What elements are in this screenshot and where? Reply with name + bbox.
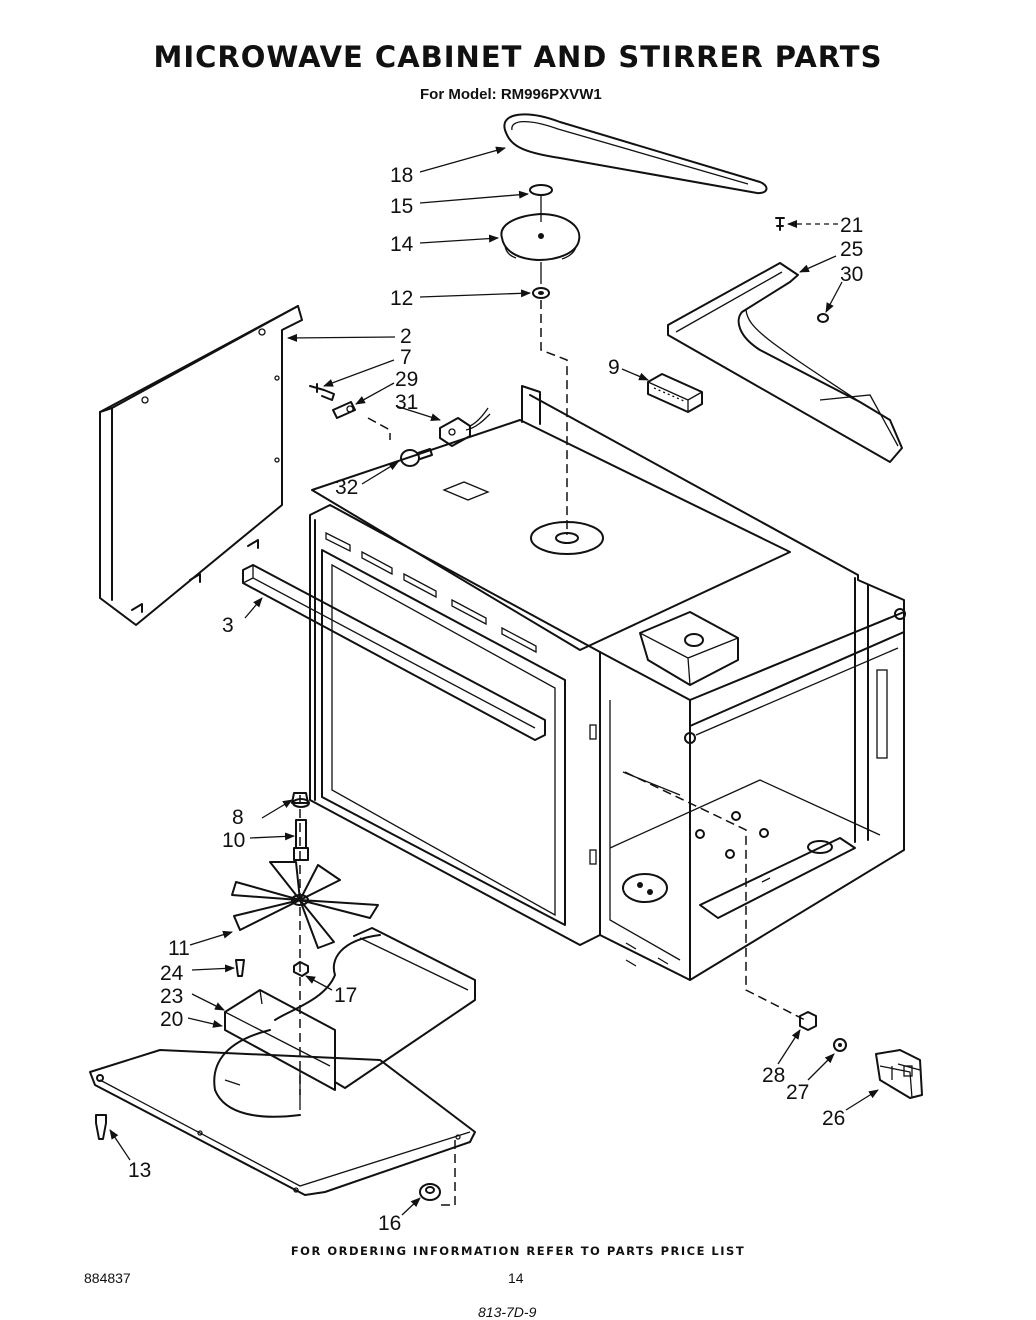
part-31-lamp-socket bbox=[439, 407, 491, 447]
callout-2: 2 bbox=[400, 325, 412, 348]
part-13-base-plate bbox=[89, 1049, 476, 1196]
callout-31: 31 bbox=[395, 391, 418, 414]
callout-24: 24 bbox=[160, 962, 184, 985]
part-30-screw bbox=[817, 313, 829, 323]
callout-23: 23 bbox=[160, 985, 183, 1008]
page-number: 14 bbox=[508, 1270, 524, 1286]
callout-12: 12 bbox=[390, 287, 413, 310]
callout-21: 21 bbox=[840, 214, 863, 237]
callout-25: 25 bbox=[840, 238, 863, 261]
callout-16: 16 bbox=[378, 1212, 401, 1235]
part-18-gasket bbox=[503, 113, 768, 195]
callout-labels: 18 15 14 12 2 7 29 31 32 3 9 21 25 30 8 … bbox=[128, 164, 863, 1235]
part-10-shaft bbox=[293, 819, 309, 861]
part-26-switch bbox=[875, 1049, 923, 1099]
part-12-nut bbox=[532, 287, 550, 299]
part-9-connector bbox=[647, 373, 703, 413]
callout-10: 10 bbox=[222, 829, 245, 852]
callout-28: 28 bbox=[762, 1064, 785, 1087]
part-16-foot bbox=[419, 1183, 441, 1201]
part-24-screw bbox=[235, 959, 245, 977]
part-28-nut bbox=[799, 1011, 817, 1031]
callout-14: 14 bbox=[390, 233, 414, 256]
ordering-note: FOR ORDERING INFORMATION REFER TO PARTS … bbox=[290, 1244, 746, 1258]
callout-17: 17 bbox=[334, 984, 357, 1007]
part-21-screw bbox=[775, 217, 785, 231]
callout-29: 29 bbox=[395, 368, 418, 391]
part-3-trim-bar bbox=[242, 564, 546, 741]
stirrer-axis-line bbox=[540, 300, 568, 535]
lamp-assembly-line bbox=[367, 417, 391, 440]
callout-26: 26 bbox=[822, 1107, 845, 1130]
page-title: MICROWAVE CABINET AND STIRRER PARTS bbox=[153, 40, 883, 74]
callout-20: 20 bbox=[160, 1008, 183, 1031]
part-11-fan-blade bbox=[231, 861, 379, 949]
callout-9: 9 bbox=[608, 356, 620, 379]
part-25-duct-bracket bbox=[667, 262, 903, 463]
part-27-washer bbox=[833, 1038, 847, 1052]
model-subtitle: For Model: RM996PXVW1 bbox=[420, 86, 602, 103]
callout-3: 3 bbox=[222, 614, 234, 637]
part-17-nut bbox=[293, 961, 309, 977]
part-20-fan-housing bbox=[213, 927, 476, 1118]
handwritten-note: 813-7D-9 bbox=[478, 1304, 537, 1320]
switch-mount-line bbox=[624, 771, 806, 1021]
callout-30: 30 bbox=[840, 263, 863, 286]
leader-lines bbox=[109, 146, 879, 1216]
callout-11: 11 bbox=[168, 937, 190, 960]
main-cabinet bbox=[309, 385, 906, 981]
callout-18: 18 bbox=[390, 164, 413, 187]
part-7-screw bbox=[309, 383, 335, 401]
document-number: 884837 bbox=[84, 1270, 131, 1286]
callout-8: 8 bbox=[232, 806, 244, 829]
part-32-light-bulb bbox=[400, 448, 433, 467]
callout-15: 15 bbox=[390, 195, 413, 218]
part-29-clip bbox=[332, 401, 356, 419]
callout-27: 27 bbox=[786, 1081, 809, 1104]
callout-13: 13 bbox=[128, 1159, 151, 1182]
part-14-stirrer-blade bbox=[500, 213, 581, 284]
callout-32: 32 bbox=[335, 476, 358, 499]
part-2-side-panel bbox=[99, 305, 303, 626]
part-15-washer bbox=[529, 184, 553, 222]
callout-7: 7 bbox=[400, 346, 412, 369]
foot-axis-line bbox=[440, 1140, 456, 1206]
